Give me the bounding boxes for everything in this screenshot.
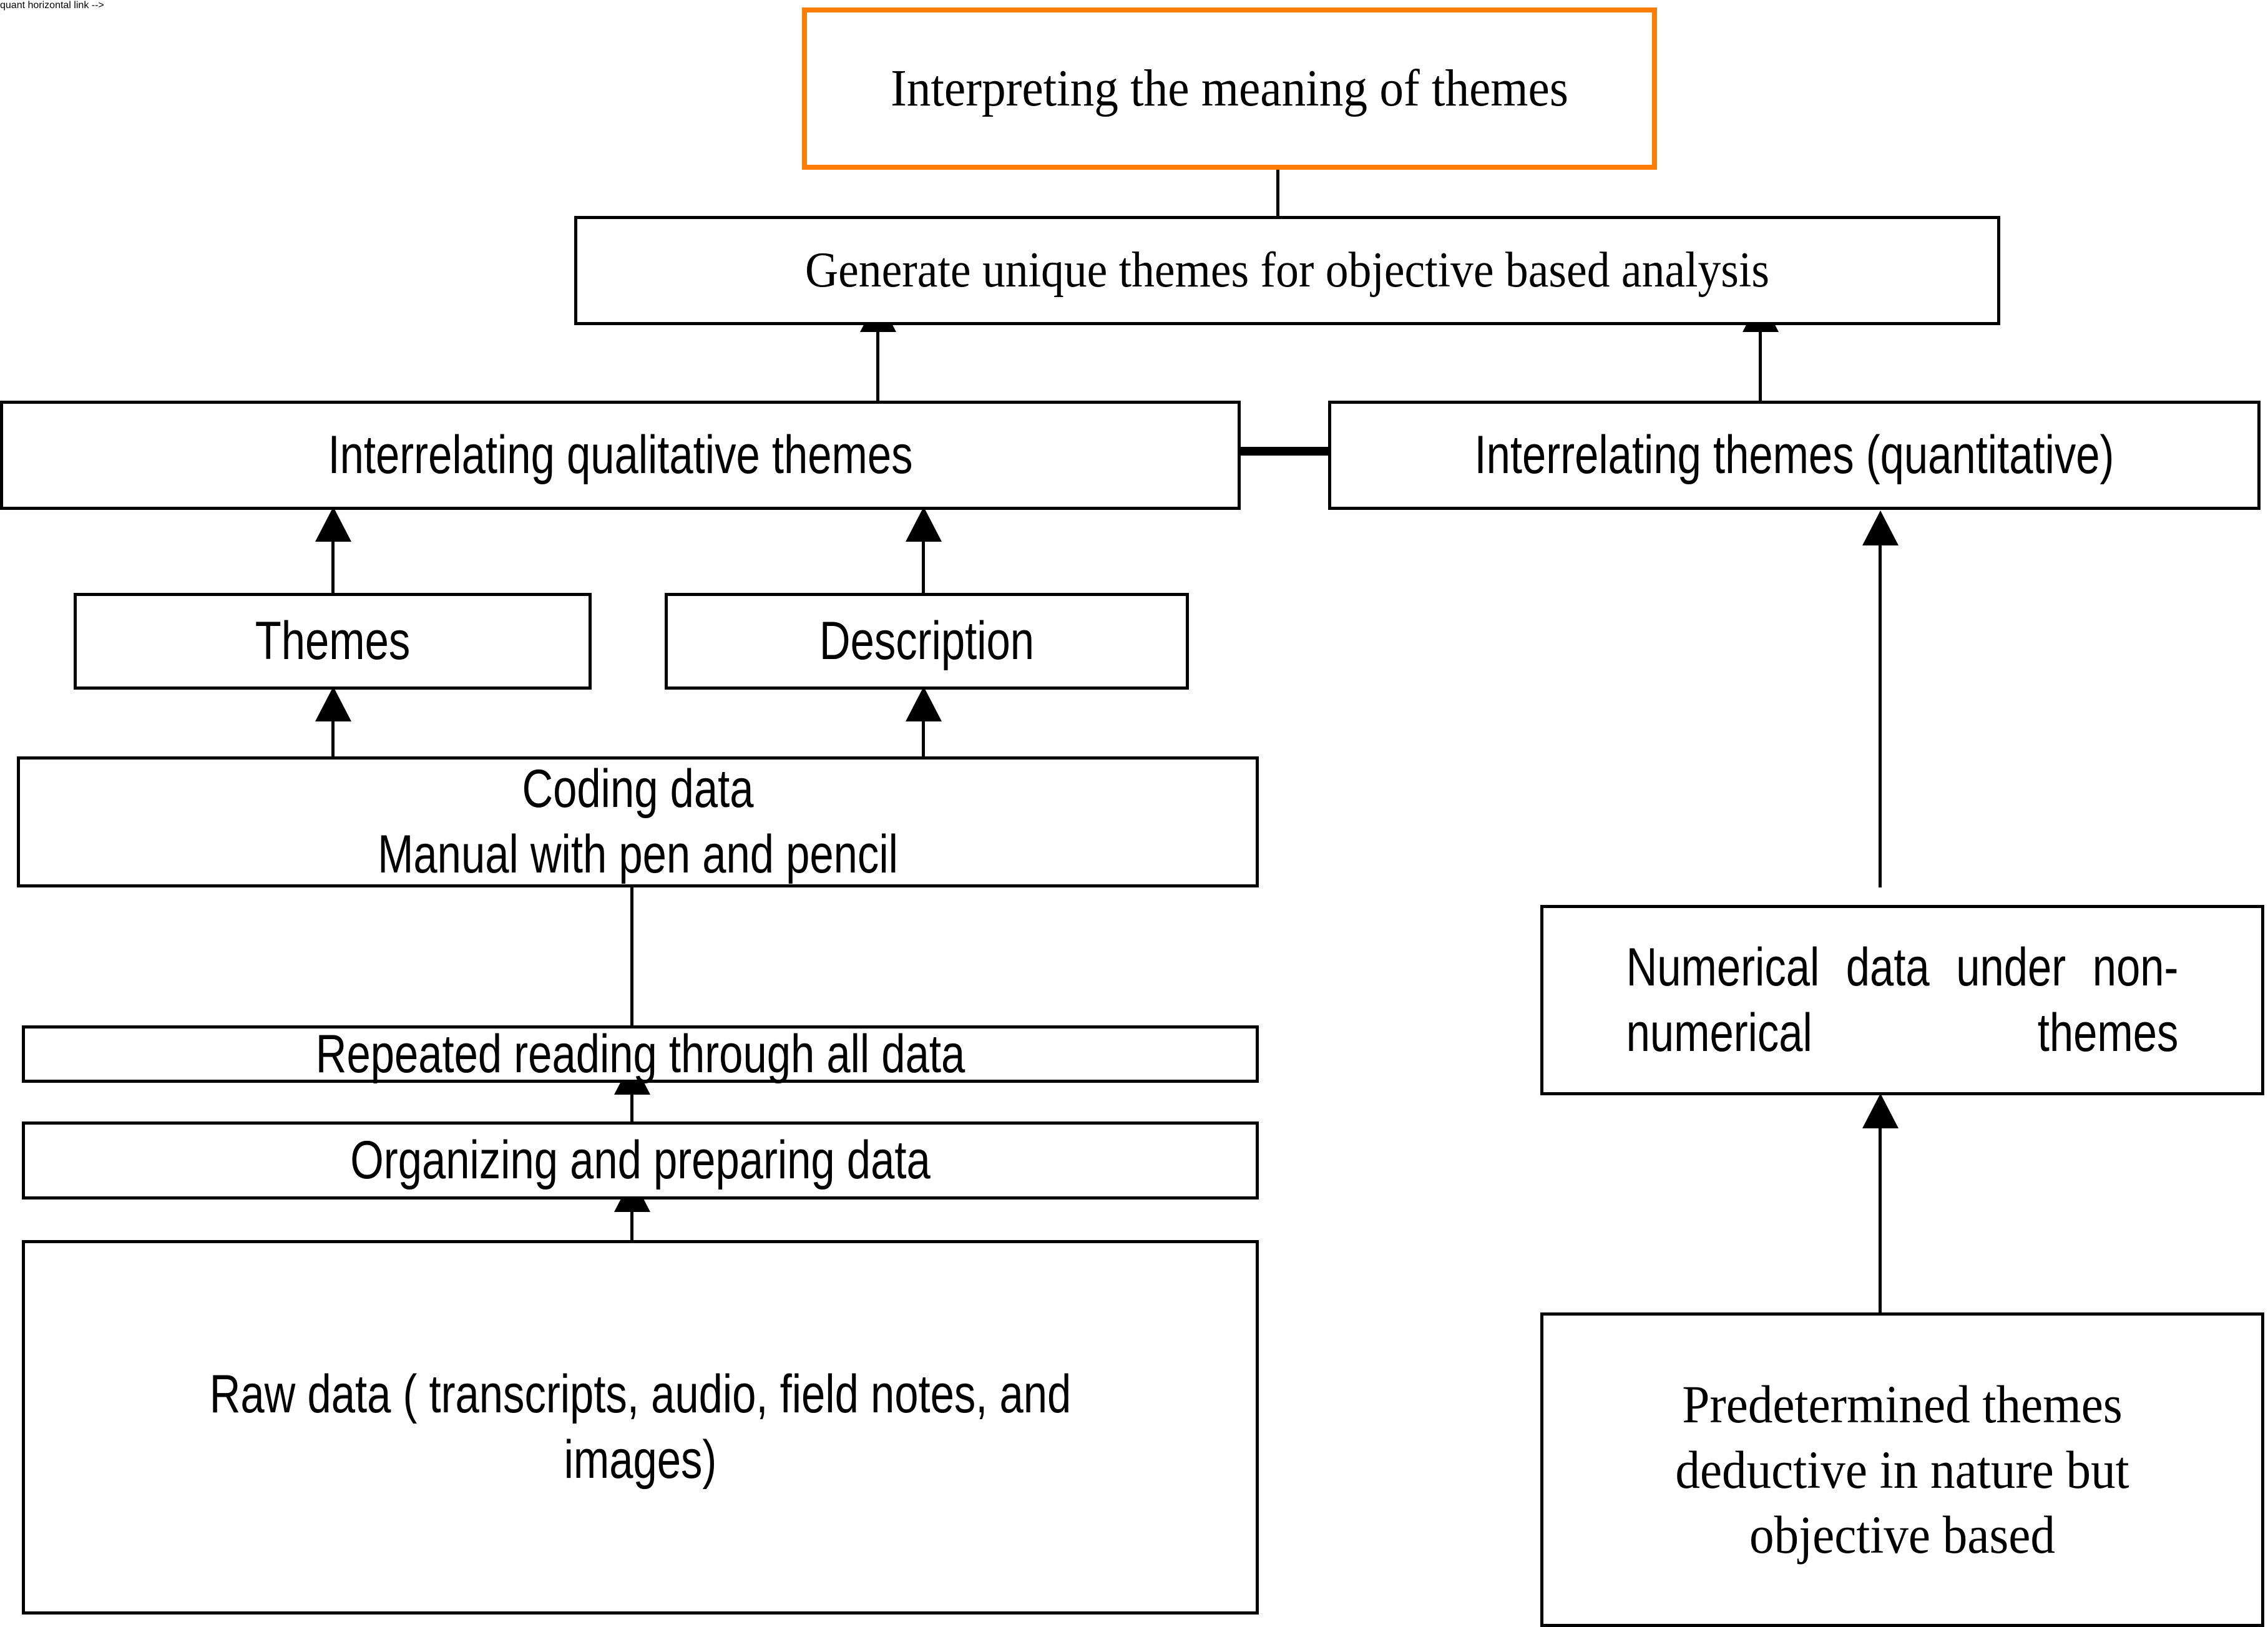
edge-quant-to-generate-line [1759, 325, 1762, 401]
edge-predetermined-to-numerical-line [1879, 1123, 1882, 1314]
node-predetermined-label: Predetermined themes deductive in nature… [1675, 1374, 2129, 1565]
edge-themes-to-qual-arrowhead [315, 507, 351, 542]
edge-coding-to-description-line [922, 719, 925, 758]
node-interpreting-label: Interpreting the meaning of themes [891, 59, 1568, 117]
node-description-label: Description [819, 611, 1035, 672]
edge-raw-to-organizing-line [630, 1204, 633, 1242]
edge-coding-to-description-arrowhead [906, 686, 942, 721]
node-interrelating-themes-quantitative[interactable]: Interrelating themes (quantitative) [1328, 401, 2261, 510]
node-interpreting-the-meaning-of-themes[interactable]: Interpreting the meaning of themes [802, 7, 1657, 170]
node-predetermined-themes[interactable]: Predetermined themes deductive in nature… [1540, 1312, 2264, 1627]
node-description[interactable]: Description [665, 593, 1189, 690]
node-interrelating-qual-label: Interrelating qualitative themes [328, 425, 913, 486]
node-interrelating-quant-label: Interrelating themes (quantitative) [1474, 425, 2114, 486]
node-repeated-reading-through-all-data[interactable]: Repeated reading through all data [22, 1024, 1259, 1084]
node-generate-unique-themes[interactable]: Generate unique themes for objective bas… [574, 216, 2000, 325]
edge-organizing-to-repeated-line [630, 1087, 633, 1123]
node-interrelating-qualitative-themes[interactable]: Interrelating qualitative themes [0, 401, 1241, 510]
node-coding-label: Coding data Manual with pen and pencil [378, 759, 898, 884]
edge-predetermined-to-numerical-arrowhead [1862, 1093, 1899, 1128]
node-generate-label: Generate unique themes for objective bas… [804, 242, 1770, 298]
edge-description-to-qual-arrowhead [906, 507, 942, 542]
node-repeated-reading-label: Repeated reading through all data [315, 1024, 965, 1084]
edge-numerical-to-quant-arrowhead [1862, 511, 1899, 545]
node-themes-label: Themes [255, 611, 411, 672]
node-raw-data-label: Raw data ( transcripts, audio, field not… [209, 1364, 1072, 1490]
edge-coding-to-themes-line [331, 719, 335, 758]
edge-qual-to-generate-line [876, 325, 879, 401]
edge-themes-to-qual-line [331, 537, 335, 594]
edge-generate-to-interpreting-line [1276, 169, 1279, 220]
edge-coding-to-themes-arrowhead [315, 686, 351, 721]
node-numerical-label: Numerical data under non-numerical theme… [1626, 937, 2179, 1063]
node-coding-data[interactable]: Coding data Manual with pen and pencil [17, 756, 1259, 887]
edge-description-to-qual-line [922, 537, 925, 594]
edge-qual-to-quant-link [1238, 447, 1331, 456]
node-themes[interactable]: Themes [74, 593, 592, 690]
edge-repeated-to-coding-line [630, 885, 633, 1028]
node-organizing-label: Organizing and preparing data [350, 1130, 931, 1191]
node-numerical-data-under-non-numerical-themes[interactable]: Numerical data under non-numerical theme… [1540, 905, 2264, 1095]
node-raw-data[interactable]: Raw data ( transcripts, audio, field not… [22, 1240, 1259, 1615]
node-organizing-and-preparing-data[interactable]: Organizing and preparing data [22, 1121, 1259, 1199]
edge-numerical-to-quant-line [1879, 540, 1882, 887]
